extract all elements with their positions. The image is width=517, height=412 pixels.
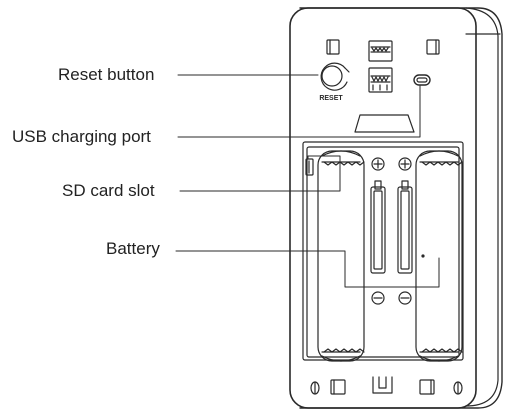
- pull-slot: [354, 114, 415, 133]
- screw-bottom-right: [398, 291, 412, 305]
- screw-bottom-left: [371, 291, 385, 305]
- reset-button: [320, 62, 350, 91]
- usb-port-callout: USB charging port: [12, 127, 151, 146]
- terminal-block-lower: [368, 67, 393, 93]
- housing-side: [299, 7, 503, 409]
- mount-hole-bottom-left: [330, 379, 346, 395]
- screw-top-left: [371, 157, 385, 171]
- screw-top-right: [398, 157, 412, 171]
- housing-edge: [465, 7, 499, 407]
- reset-mark: RESET: [319, 95, 343, 102]
- battery-cell-right: [415, 150, 463, 362]
- mount-hole-top-right: [426, 39, 440, 55]
- battery-callout: Battery: [106, 239, 160, 258]
- bottom-latch: [372, 376, 393, 394]
- terminal-block-upper: [368, 40, 393, 62]
- usb-leader: [177, 85, 421, 138]
- mount-hole-bottom-right: [419, 379, 435, 395]
- screw-side-right: [453, 381, 463, 395]
- reset-button-callout: Reset button: [58, 65, 155, 84]
- usb-port: [413, 74, 431, 86]
- sd-card-slot: [305, 158, 314, 176]
- mount-hole-top-left: [326, 39, 340, 55]
- battery-clip-left: [370, 180, 386, 274]
- sd-leader: [179, 155, 341, 192]
- battery-leader: [175, 250, 440, 288]
- housing-front: [289, 7, 477, 409]
- sd-card-slot-callout: SD card slot: [62, 181, 155, 200]
- battery-cell-left: [317, 150, 365, 362]
- screw-side-left: [310, 381, 320, 395]
- battery-clip-right: [397, 180, 413, 274]
